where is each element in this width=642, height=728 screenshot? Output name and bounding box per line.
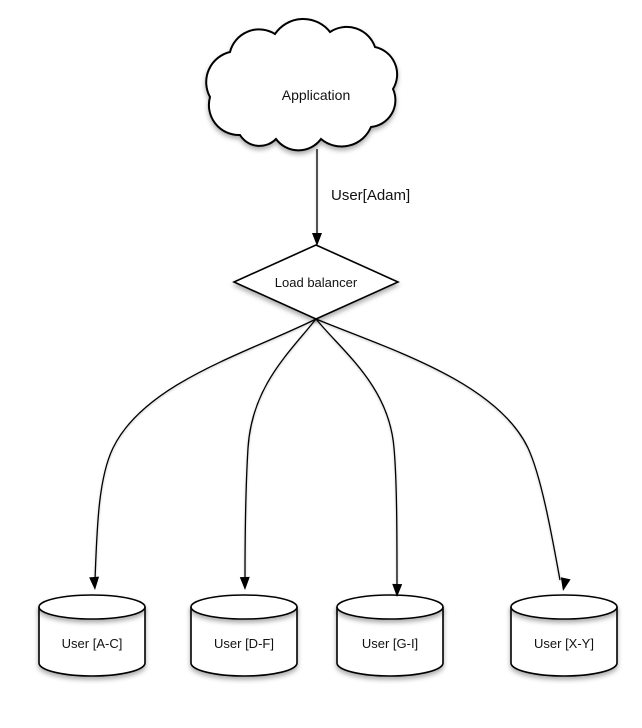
arrowhead-icon: [312, 233, 322, 246]
application-label: Application: [282, 87, 351, 103]
shard-a-c-label: User [A-C]: [62, 636, 123, 651]
cylinder-top: [190, 594, 298, 620]
node-load-balancer: Load balancer: [232, 244, 400, 320]
edge-user-adam-label: User[Adam]: [331, 187, 410, 204]
arrowhead-icon: [392, 583, 403, 597]
cylinder-top: [336, 594, 444, 620]
cloud-shape: [205, 17, 399, 152]
shard-x-y-label: User [X-Y]: [534, 636, 594, 651]
node-shard-g-i: User [G-I]: [336, 594, 444, 677]
cylinder-body: [190, 607, 298, 677]
shard-d-f-label: User [D-F]: [214, 636, 274, 651]
edge-application-to-load-balancer: User[Adam]: [312, 149, 410, 246]
edge-curve: [315, 318, 398, 587]
cylinder-body: [510, 607, 618, 677]
node-shard-x-y: User [X-Y]: [510, 594, 618, 677]
edge-lb-to-shard-x-y: [315, 318, 571, 591]
shard-g-i-label: User [G-I]: [362, 636, 418, 651]
load-balancer-label: Load balancer: [275, 275, 358, 290]
edge-curve: [315, 318, 561, 581]
cylinder-top: [510, 594, 618, 620]
arrowhead-icon: [560, 577, 571, 591]
edge-lb-to-shard-a-c: [89, 318, 317, 590]
node-application: Application: [205, 17, 399, 152]
edge-lb-to-shard-g-i: [315, 318, 403, 597]
edge-curve: [244, 318, 317, 580]
node-shard-d-f: User [D-F]: [190, 594, 298, 677]
arrowhead-icon: [89, 576, 100, 590]
node-shard-a-c: User [A-C]: [38, 594, 146, 677]
arrowhead-icon: [239, 576, 250, 590]
cylinder-body: [336, 607, 444, 677]
cylinder-body: [38, 607, 146, 677]
edge-curve: [94, 318, 317, 581]
edge-lb-to-shard-d-f: [239, 318, 317, 590]
cylinder-top: [38, 594, 146, 620]
